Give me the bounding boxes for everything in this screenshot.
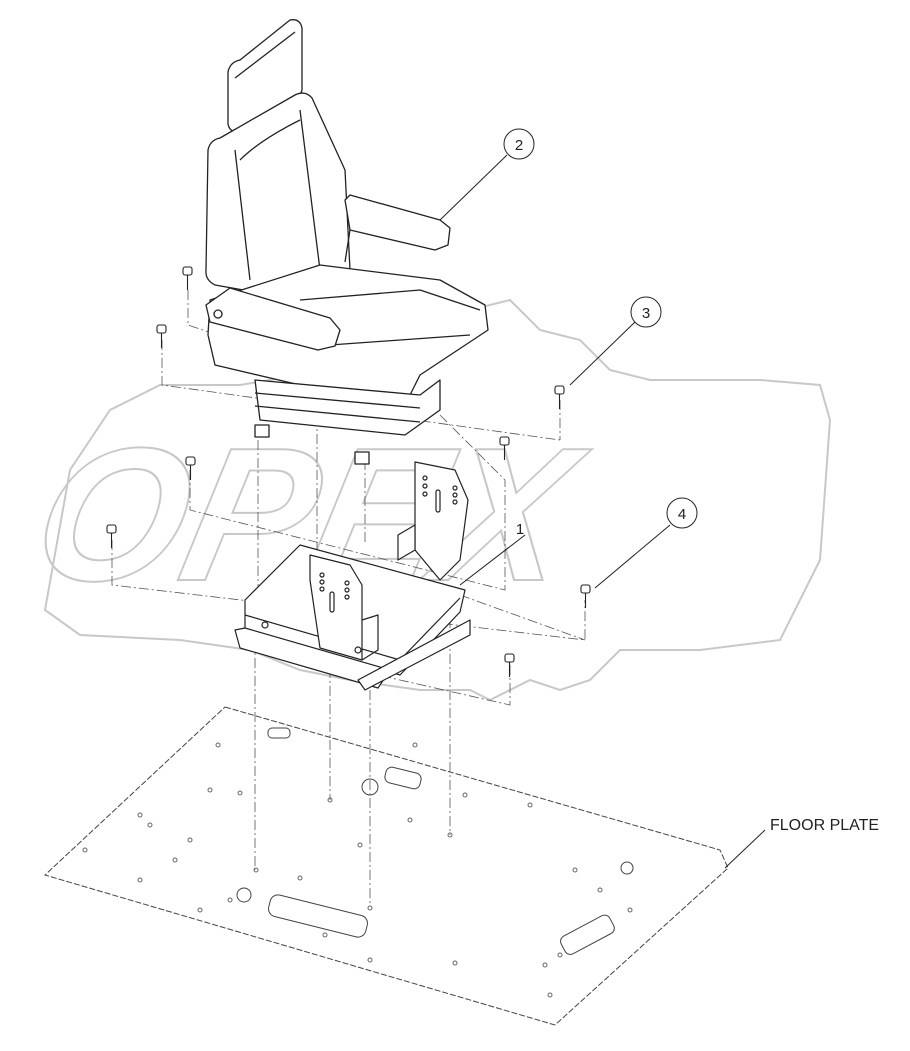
seat-armrest-right (344, 194, 451, 251)
callout-4: 4 (666, 497, 698, 529)
bolt (185, 456, 196, 480)
callout-1: 1 (516, 521, 524, 538)
floor-plate-slot (560, 914, 615, 955)
bolts (106, 266, 591, 677)
bolt (580, 584, 591, 608)
seat-backrest (205, 92, 351, 301)
bolt (182, 266, 193, 290)
bolt (499, 436, 510, 460)
callout-3: 3 (630, 296, 662, 328)
bolt (106, 524, 117, 548)
bolt (504, 653, 515, 677)
callout-2: 2 (503, 128, 535, 160)
callout-1-label: 1 (516, 521, 524, 538)
floor-plate-slot (267, 727, 291, 739)
bolt (156, 324, 167, 348)
callout-4-label: 4 (678, 506, 686, 523)
seat-base-bracket (234, 461, 471, 691)
floor-plate-label: FLOOR PLATE (770, 817, 879, 834)
floor-plate (44, 706, 729, 1026)
seat-suspension (254, 379, 441, 436)
floor-plate-slot (268, 894, 368, 938)
floor-plate-slot (384, 766, 422, 790)
seat-armrest-left (205, 287, 341, 351)
bolt (554, 385, 565, 409)
leader-lines (439, 154, 766, 869)
operator-seat (205, 19, 489, 465)
callout-3-label: 3 (642, 305, 650, 322)
callout-2-label: 2 (515, 137, 523, 154)
